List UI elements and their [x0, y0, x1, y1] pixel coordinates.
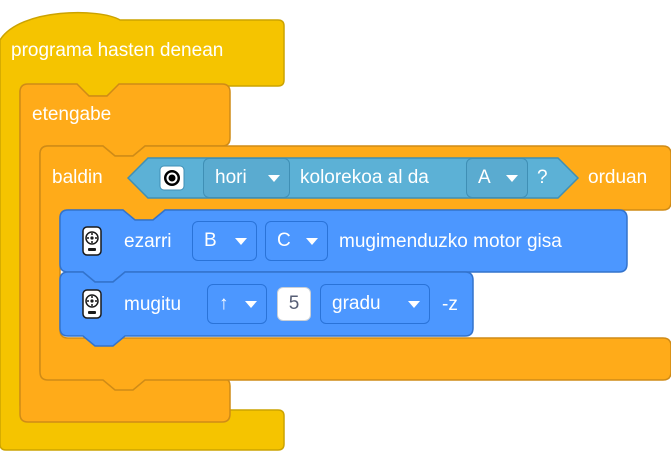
- if-block-label: baldin: [52, 167, 103, 188]
- chevron-down-icon: [268, 175, 280, 182]
- port1-dropdown-value: B: [204, 230, 217, 251]
- unit-dropdown[interactable]: gradu: [320, 284, 430, 324]
- color-dropdown[interactable]: hori: [203, 158, 290, 198]
- move-suffix: -z: [442, 294, 458, 315]
- direction-dropdown-value: ↑: [219, 293, 229, 314]
- if-block-suffix: orduan: [588, 167, 648, 188]
- hat-block-label: programa hasten denean: [11, 40, 224, 61]
- port-dropdown[interactable]: A: [466, 158, 528, 198]
- port2-dropdown[interactable]: C: [265, 221, 328, 261]
- port1-dropdown[interactable]: B: [192, 221, 257, 261]
- condition-text: kolorekoa al da: [300, 167, 429, 188]
- chevron-down-icon: [245, 301, 257, 308]
- move-label: mugitu: [124, 294, 182, 315]
- chevron-down-icon: [408, 301, 420, 308]
- motor-set-suffix: mugimenduzko motor gisa: [339, 231, 562, 252]
- forever-block-label: etengabe: [32, 104, 112, 125]
- chevron-down-icon: [306, 238, 318, 245]
- motor-pair-icon: [82, 289, 102, 319]
- amount-input[interactable]: 5: [277, 287, 311, 321]
- color-dropdown-value: hori: [215, 167, 247, 188]
- unit-dropdown-value: gradu: [332, 293, 381, 314]
- condition-question-mark: ?: [537, 167, 548, 188]
- color-sensor-icon: [159, 165, 185, 191]
- motor-set-label: ezarri: [124, 231, 172, 252]
- chevron-down-icon: [506, 175, 518, 182]
- port2-dropdown-value: C: [277, 230, 291, 251]
- direction-dropdown[interactable]: ↑: [207, 284, 267, 324]
- motor-pair-icon: [82, 226, 102, 256]
- chevron-down-icon: [235, 238, 247, 245]
- port-dropdown-value: A: [478, 167, 491, 188]
